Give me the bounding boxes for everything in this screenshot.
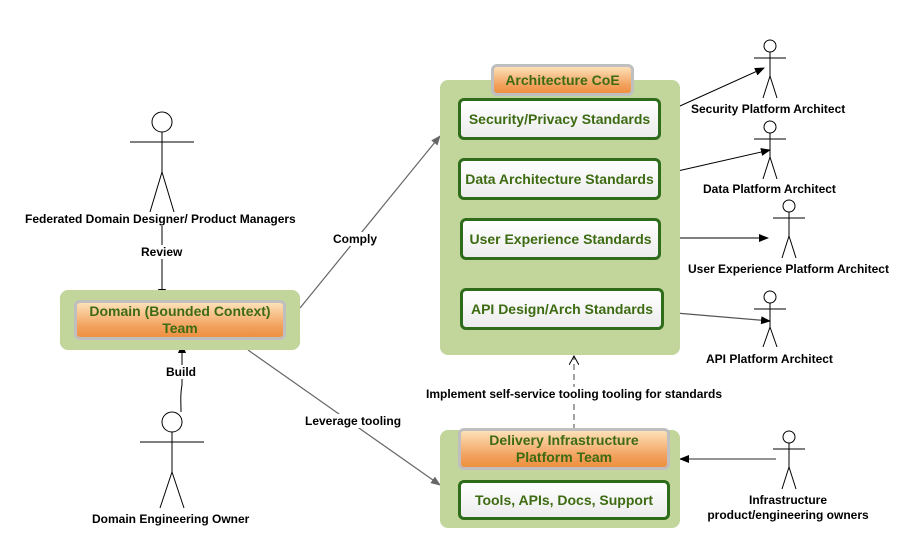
ux-architect-actor bbox=[773, 199, 805, 259]
security-standards-label: Security/Privacy Standards bbox=[468, 110, 651, 127]
api-architect-actor bbox=[754, 290, 786, 348]
domain-team-box[interactable]: Domain (Bounded Context) Team bbox=[74, 300, 286, 340]
delivery-title: Delivery Infrastructure Platform Team bbox=[489, 432, 639, 465]
build-label: Build bbox=[166, 365, 196, 379]
api-architect-connector bbox=[663, 311, 771, 325]
implement-label: Implement self-service tooling tooling f… bbox=[426, 387, 723, 401]
data-architect-label: Data Platform Architect bbox=[703, 182, 836, 196]
security-architect-label: Security Platform Architect bbox=[691, 102, 846, 116]
infra-owners-actor bbox=[773, 430, 805, 490]
comply-label: Comply bbox=[333, 232, 378, 246]
security-standards-box[interactable]: Security/Privacy Standards bbox=[458, 98, 661, 140]
ux-standards-label: User Experience Standards bbox=[469, 230, 652, 247]
tools-box[interactable]: Tools, APIs, Docs, Support bbox=[458, 480, 670, 520]
coe-title: Architecture CoE bbox=[505, 71, 620, 88]
designer-label: Federated Domain Designer/ Product Manag… bbox=[25, 212, 296, 226]
api-standards-box[interactable]: API Design/Arch Standards bbox=[460, 288, 664, 330]
coe-title-box[interactable]: Architecture CoE bbox=[491, 64, 634, 96]
designer-actor bbox=[130, 111, 194, 213]
infra-owners-label: Infrastructure product/engineering owner… bbox=[707, 493, 869, 522]
domain-team-label: Domain (Bounded Context) Team bbox=[89, 303, 271, 336]
review-label: Review bbox=[141, 245, 183, 259]
build-connector bbox=[178, 343, 186, 413]
tools-label: Tools, APIs, Docs, Support bbox=[474, 491, 654, 508]
ux-architect-label: User Experience Platform Architect bbox=[688, 262, 889, 276]
comply-connector bbox=[299, 135, 441, 309]
api-architect-label: API Platform Architect bbox=[706, 352, 833, 366]
ux-standards-box[interactable]: User Experience Standards bbox=[460, 218, 661, 260]
engineering-owner-actor bbox=[140, 411, 204, 509]
data-standards-box[interactable]: Data Architecture Standards bbox=[458, 158, 661, 200]
security-architect-actor bbox=[754, 39, 786, 99]
data-standards-label: Data Architecture Standards bbox=[465, 170, 654, 187]
api-standards-label: API Design/Arch Standards bbox=[470, 300, 654, 317]
engineering-owner-label: Domain Engineering Owner bbox=[92, 512, 250, 526]
data-architect-actor bbox=[754, 120, 786, 180]
leverage-label: Leverage tooling bbox=[305, 414, 402, 428]
delivery-title-box[interactable]: Delivery Infrastructure Platform Team bbox=[458, 428, 670, 470]
